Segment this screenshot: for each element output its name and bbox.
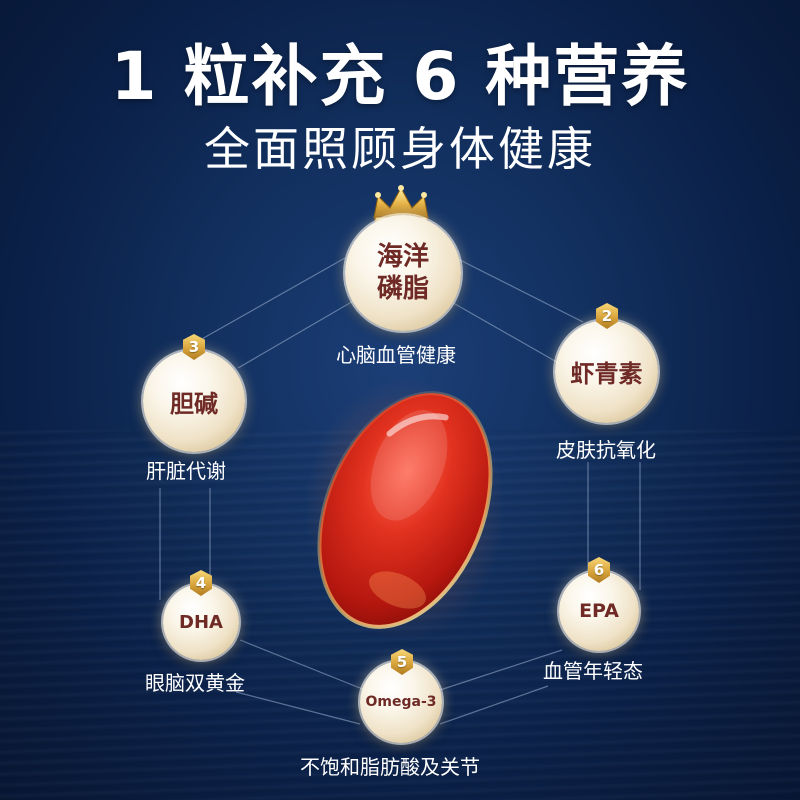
pearl-label: 海洋 磷脂 xyxy=(376,241,429,305)
benefit-label: 肝脏代谢 xyxy=(146,459,226,483)
pearl-choline: 胆碱 xyxy=(143,350,245,452)
pearl-label: Omega-3 xyxy=(365,694,437,710)
pearl-dha: DHA xyxy=(163,584,239,660)
benefit-label: 不饱和脂肪酸及关节 xyxy=(300,755,480,779)
benefit-label: 心脑血管健康 xyxy=(336,343,456,367)
pearl-epa: EPA xyxy=(559,571,639,651)
benefit-label: 眼脑双黄金 xyxy=(145,671,245,695)
number-badge: 6 xyxy=(588,557,610,583)
pearl-label: 虾青素 xyxy=(570,360,643,388)
pearl-astaxanthin: 虾青素 xyxy=(555,320,658,423)
headline-subtitle: 全面照顾身体健康 xyxy=(204,122,596,176)
benefit-label: 皮肤抗氧化 xyxy=(556,438,656,462)
number-badge: 2 xyxy=(596,303,618,329)
number-badge: 3 xyxy=(183,334,205,360)
pearl-label: 胆碱 xyxy=(170,389,218,418)
softgel-capsule xyxy=(305,378,505,642)
pearl-omega-3: Omega-3 xyxy=(360,661,442,743)
number-badge: 5 xyxy=(391,649,413,675)
headline-title: 1 粒补充 6 种营养 xyxy=(110,38,690,115)
number-badge: 4 xyxy=(190,570,212,596)
pearl-label: DHA xyxy=(179,611,223,633)
benefit-label: 血管年轻态 xyxy=(543,659,643,683)
pearl-label: EPA xyxy=(579,600,619,622)
pearl-marine-phospholipid: 海洋 磷脂 xyxy=(345,215,461,331)
